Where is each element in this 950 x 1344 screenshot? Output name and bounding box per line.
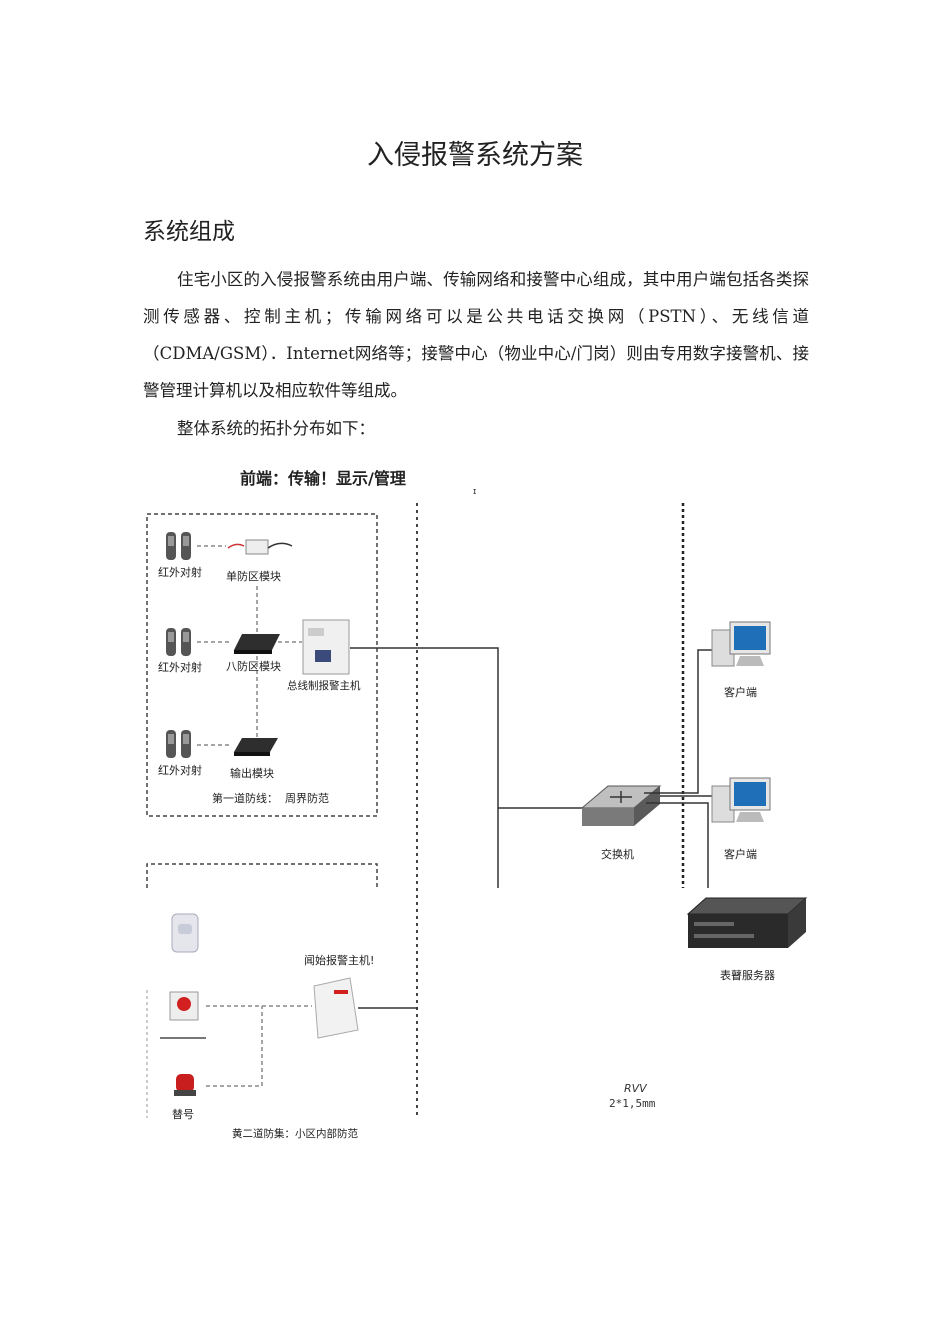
- eight-zone-module-icon: [234, 634, 280, 654]
- topology-intro-paragraph: 整体系统的拓扑分布如下：: [177, 419, 375, 438]
- server-label: 表瞽服务器: [720, 968, 775, 982]
- switch-icon: [580, 785, 662, 826]
- wire-switch-to-server: [646, 802, 709, 888]
- bus-host-label: 总线制报警主机: [287, 679, 361, 692]
- cable-type: RVV: [624, 1082, 648, 1095]
- link-siren-to-host2: [206, 1006, 263, 1087]
- sensor1-label: 红外对射: [158, 565, 202, 579]
- module2-label: 八防区模块: [226, 659, 281, 673]
- document-title: 入侵报警系统方案: [367, 140, 583, 171]
- section-heading: 系统组成: [143, 219, 235, 245]
- zone2-host-label: 闻始报警主机!: [304, 953, 374, 967]
- siren-label: 替号: [172, 1107, 194, 1121]
- infrared-beam-icon: [166, 730, 191, 758]
- zone1-box: [146, 513, 378, 817]
- infrared-beam-icon: [166, 532, 191, 560]
- panic-button-icon: [169, 991, 199, 1021]
- module3-label: 输出模块: [230, 766, 274, 780]
- computer-icon: [711, 621, 771, 667]
- zone2-caption: 黄二道防集：小区内部防范: [232, 1127, 358, 1140]
- wire-switch-to-client1: [644, 649, 714, 794]
- sensor2-label: 红外对射: [158, 660, 202, 674]
- zone1-caption: 第一道防线： 周界防范: [212, 791, 329, 805]
- detector-icon: [171, 913, 199, 953]
- zone2-box: [146, 863, 378, 888]
- sensor3-label: 红外对射: [158, 763, 202, 777]
- module1-label: 单防区模块: [226, 569, 281, 583]
- server-icon: [686, 897, 808, 948]
- alarm-host-icon: [313, 977, 359, 1039]
- cable-spec: 2*1,5mm: [609, 1097, 656, 1110]
- wire-host1-to-switch: [350, 647, 499, 888]
- client1-label: 客户端: [724, 685, 757, 699]
- intro-paragraph: 住宅小区的入侵报警系统由用户端、传输网络和接警中心组成，其中用户端包括各类探测传…: [143, 270, 809, 400]
- infrared-beam-icon: [166, 628, 191, 656]
- siren-icon: [174, 1074, 196, 1096]
- computer-icon: [711, 777, 771, 823]
- client2-label: 客户端: [724, 847, 757, 861]
- output-module-icon: [234, 738, 278, 756]
- diagram-header: 前端：传输！显示/管理: [240, 469, 406, 488]
- single-zone-module-icon: [227, 539, 293, 555]
- bus-alarm-host-icon: [302, 619, 350, 675]
- stray-mark: ɪ: [473, 487, 476, 497]
- switch-label: 交换机: [601, 847, 634, 861]
